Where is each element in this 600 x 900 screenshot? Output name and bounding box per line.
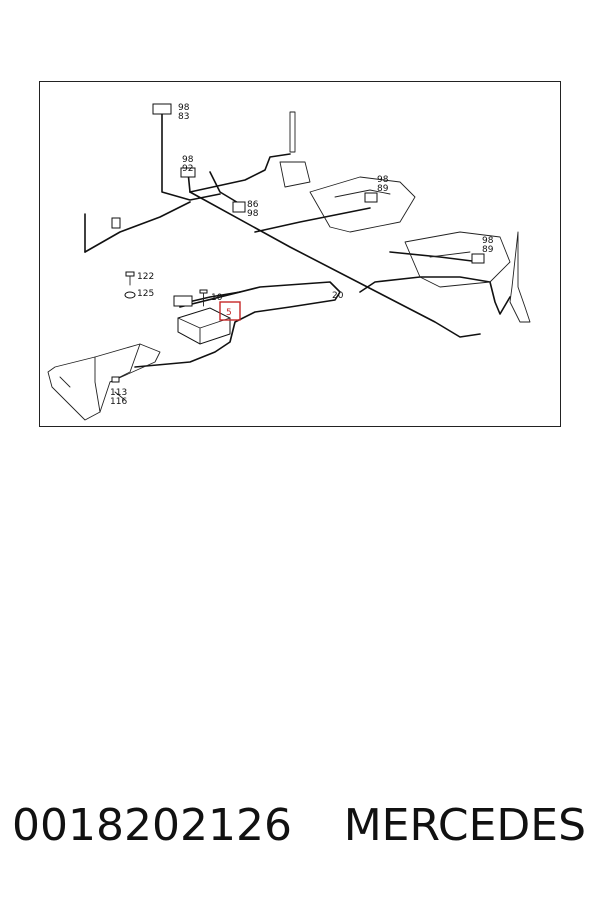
- control-module-5: [177, 307, 231, 345]
- harness-wire-left-branch: [84, 201, 191, 253]
- label-98-89-a-top: 98: [377, 175, 389, 185]
- connector-98-89-a: [364, 192, 378, 203]
- brand-name: MERCEDES: [343, 800, 586, 851]
- label-86-98-bottom: 98: [247, 209, 259, 219]
- label-10: 10: [211, 293, 223, 303]
- label-98-83-bottom: 83: [178, 112, 189, 122]
- connector-86-98: [232, 201, 246, 213]
- connector-module-side: [173, 295, 193, 307]
- label-98-92-top: 98: [182, 155, 194, 165]
- harness-wire-lower: [134, 281, 341, 368]
- harness-wire-upper-right: [189, 153, 291, 193]
- label-98-89-b-bottom: 89: [482, 245, 494, 255]
- harness-wire-upper-left: [161, 111, 221, 201]
- label-125: 125: [137, 289, 154, 299]
- label-116: 116: [110, 397, 127, 407]
- label-20: 20: [332, 291, 344, 301]
- connector-98-89-b: [471, 253, 485, 264]
- harness-wire-main: [189, 191, 481, 338]
- label-98-89-b-top: 98: [482, 236, 494, 246]
- harness-wire-86: [209, 171, 241, 205]
- bolt-122: [125, 271, 135, 286]
- label-113: 113: [110, 388, 127, 398]
- label-98-89-a-bottom: 89: [377, 184, 389, 194]
- footer: 0018202126 MERCEDES: [0, 800, 600, 860]
- harness-wire-lower-right: [359, 276, 511, 315]
- connector-left: [111, 217, 121, 229]
- door-lock-rear: [404, 231, 531, 323]
- connector-98-92: [180, 167, 196, 178]
- label-5: 5: [226, 308, 232, 318]
- nut-125: [124, 291, 136, 299]
- label-98-83-top: 98: [178, 103, 190, 113]
- part-number: 0018202126: [12, 800, 292, 851]
- diagram-frame: 98 83 98 92 86 98 98 89 98 89 122 125 10…: [39, 81, 561, 427]
- label-122: 122: [137, 272, 154, 282]
- harness-wire-to-door2: [389, 251, 481, 263]
- harness-wire-to-door1: [254, 207, 371, 233]
- screw-10: [199, 289, 208, 307]
- label-98-92-bottom: 92: [182, 164, 193, 174]
- door-lock-front: [279, 111, 416, 233]
- wiring-harness-diagram: 98 83 98 92 86 98 98 89 98 89 122 125 10…: [47, 103, 531, 421]
- bracket-113-116: [47, 343, 161, 421]
- highlight-box-5: [219, 301, 241, 321]
- connector-98-83: [152, 103, 172, 115]
- label-86-98-top: 86: [247, 200, 259, 210]
